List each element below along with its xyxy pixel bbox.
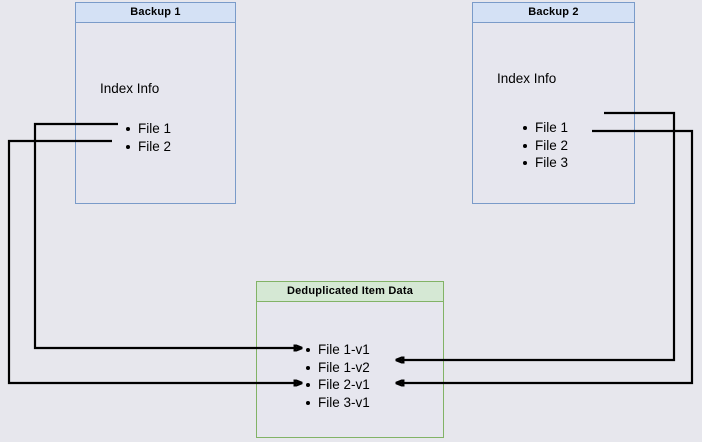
deduplicated-item-data-header: Deduplicated Item Data [257,282,443,302]
backup-2-box[interactable]: Backup 2 Index Info File 1 File 2 File 3 [472,2,635,204]
backup-2-body: Index Info File 1 File 2 File 3 [473,23,634,203]
backup-1-index-info-label: Index Info [100,81,160,96]
list-item[interactable]: File 2-v1 [306,376,370,394]
list-item[interactable]: File 2 [523,137,568,155]
list-item[interactable]: File 1-v2 [306,359,370,377]
list-item[interactable]: File 1 [126,120,171,138]
deduplicated-item-data-body: File 1-v1 File 1-v2 File 2-v1 File 3-v1 [257,302,443,437]
list-item[interactable]: File 2 [126,138,171,156]
deduplicated-item-data-box[interactable]: Deduplicated Item Data File 1-v1 File 1-… [256,281,444,438]
backup-1-file-list: File 1 File 2 [126,120,171,155]
list-item[interactable]: File 1 [523,119,568,137]
backup-1-box[interactable]: Backup 1 Index Info File 1 File 2 [75,2,236,204]
list-item[interactable]: File 3-v1 [306,394,370,412]
list-item[interactable]: File 3 [523,154,568,172]
backup-1-header: Backup 1 [76,3,235,23]
backup-2-header: Backup 2 [473,3,634,23]
backup-2-index-info-label: Index Info [497,71,557,86]
backup-2-file-list: File 1 File 2 File 3 [523,119,568,172]
backup-1-body: Index Info File 1 File 2 [76,23,235,203]
list-item[interactable]: File 1-v1 [306,341,370,359]
deduplicated-item-list: File 1-v1 File 1-v2 File 2-v1 File 3-v1 [306,341,370,411]
